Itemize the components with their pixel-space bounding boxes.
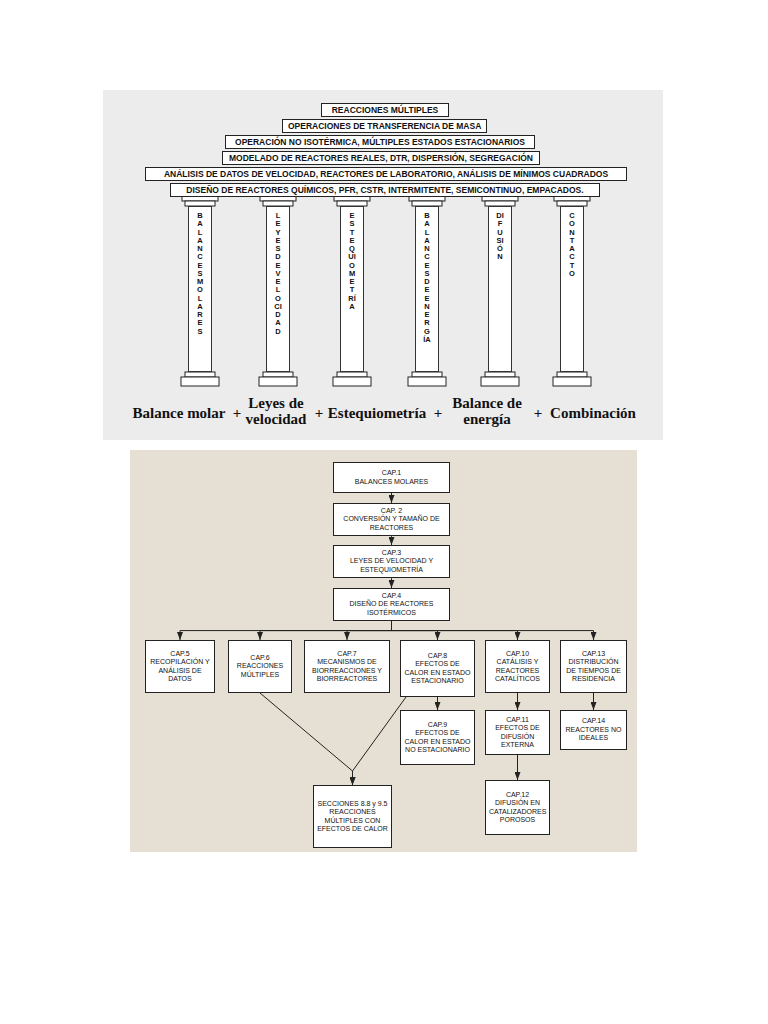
- flow-arrow: [347, 621, 392, 640]
- flow-arrow: [180, 621, 392, 640]
- flow-arrow: [437, 697, 438, 710]
- node-text: DIFUSIÓN: [496, 212, 504, 366]
- chapter-number: CAP.1: [337, 469, 446, 477]
- chapter-number: CAP.7: [308, 650, 386, 658]
- chapter-number: CAP. 2: [337, 507, 446, 515]
- chapter-title: RECOPILACIÓN Y ANÁLISIS DE DATOS: [149, 658, 211, 683]
- flow-arrow: [392, 621, 594, 640]
- flow-arrow: [391, 536, 392, 545]
- flow-arrow: [353, 697, 407, 785]
- chapter-box: CAP.8EFECTOS DE CALOR EN ESTADO ESTACION…: [400, 640, 475, 697]
- chapter-box: CAP.11EFECTOS DE DIFUSIÓN EXTERNA: [485, 710, 550, 755]
- pillar: ESTEQUIOMETRÍA: [340, 206, 364, 372]
- pillar-caption: Balance de energía: [443, 395, 531, 427]
- plus-sign: +: [312, 405, 326, 421]
- node-text: DISEÑO DE REACTORES QUÍMICOS, PFR, CSTR,…: [176, 185, 594, 196]
- roof-band: OPERACIONES DE TRANSFERENCIA DE MASA: [282, 119, 487, 133]
- chapter-number: CAP.13: [564, 650, 623, 658]
- flow-arrow: [391, 493, 392, 503]
- chapter-title: REACCIONES MÚLTIPLES CON EFECTOS DE CALO…: [317, 808, 388, 833]
- pillar-capital-base: [481, 196, 519, 386]
- pillar: BALANCES MOLARES: [188, 206, 212, 372]
- chapter-title: REACCIONES MÚLTIPLES: [232, 662, 288, 679]
- plus-sign: +: [231, 405, 243, 421]
- chapter-box: CAP.3LEYES DE VELOCIDAD Y ESTEQUIOMETRÍA: [333, 545, 450, 578]
- chapter-number: SECCIONES 8.8 y 9.5: [317, 800, 388, 808]
- roof-band: MODELADO DE REACTORES REALES, DTR, DISPE…: [222, 151, 540, 165]
- chapter-title: CONVERSIÓN Y TAMAÑO DE REACTORES: [337, 515, 446, 532]
- pillar-caption: Leyes de velocidad: [240, 395, 312, 427]
- node-text: ESTEQUIOMETRÍA: [348, 212, 356, 366]
- node-text: ANÁLISIS DE DATOS DE VELOCIDAD, REACTORE…: [151, 169, 621, 180]
- node-text: BALANCES DE ENERGÍA: [423, 212, 431, 366]
- pillar-capital-base: [553, 196, 591, 386]
- chapter-number: CAP.6: [232, 654, 288, 662]
- chapter-box: CAP.1BALANCES MOLARES: [333, 462, 450, 493]
- chapter-number: CAP.14: [564, 717, 623, 725]
- pillar-caption: Balance molar: [120, 405, 238, 421]
- scan-ground: [103, 90, 663, 440]
- pillar-caption: Combinación: [545, 405, 641, 421]
- chapter-title: MECANISMOS DE BIORREACCIONES Y BIORREACT…: [308, 658, 386, 683]
- chapter-box: CAP.12DIFUSIÓN EN CATALIZADORES POROSOS: [485, 780, 550, 835]
- roof-band: REACCIONES MÚLTIPLES: [321, 103, 449, 117]
- node-text: OPERACIONES DE TRANSFERENCIA DE MASA: [288, 121, 481, 132]
- chapter-title: EFECTOS DE CALOR EN ESTADO NO ESTACIONAR…: [404, 729, 471, 754]
- node-text: REACCIONES MÚLTIPLES: [327, 105, 443, 116]
- pillar-caption: Estequiometría: [322, 405, 432, 421]
- pillar-capital-base: [181, 196, 219, 386]
- chapter-number: CAP.10: [489, 650, 546, 658]
- chapter-number: CAP.9: [404, 721, 471, 729]
- chapter-box: CAP.10CATÁLISIS Y REACTORES CATALÍTICOS: [485, 640, 550, 693]
- chapter-box: CAP.13DISTRIBUCIÓN DE TIEMPOS DE RESIDEN…: [560, 640, 627, 693]
- pillar: LEYES DE VELOCIDAD: [266, 206, 290, 372]
- flow-arrow: [260, 621, 392, 640]
- chapter-box: CAP.5RECOPILACIÓN Y ANÁLISIS DE DATOS: [145, 640, 215, 693]
- node-text: CONTACTO: [568, 212, 576, 366]
- chapter-title: EFECTOS DE CALOR EN ESTADO ESTACIONARIO: [404, 660, 471, 685]
- chapter-title: DIFUSIÓN EN CATALIZADORES POROSOS: [489, 799, 546, 824]
- plus-sign: +: [431, 405, 445, 421]
- pillar: DIFUSIÓN: [488, 206, 512, 372]
- roof-band: DISEÑO DE REACTORES QUÍMICOS, PFR, CSTR,…: [170, 183, 600, 197]
- chapter-title: REACTORES NO IDEALES: [564, 726, 623, 743]
- node-text: MODELADO DE REACTORES REALES, DTR, DISPE…: [228, 153, 534, 164]
- chapter-number: CAP.3: [337, 549, 446, 557]
- pillar-capital-base: [333, 196, 371, 386]
- flow-arrow: [517, 755, 518, 780]
- flow-arrow: [517, 693, 518, 710]
- chapter-title: DISEÑO DE REACTORES ISOTÉRMICOS: [337, 600, 446, 617]
- flow-arrow: [391, 578, 392, 588]
- chapter-number: CAP.8: [404, 652, 471, 660]
- flow-arrow: [593, 693, 594, 710]
- node-text: OPERACIÓN NO ISOTÉRMICA, MÚLTIPLES ESTAD…: [231, 137, 529, 148]
- chapter-box: SECCIONES 8.8 y 9.5REACCIONES MÚLTIPLES …: [313, 785, 392, 848]
- chapter-title: DISTRIBUCIÓN DE TIEMPOS DE RESIDENCIA: [564, 658, 623, 683]
- plus-sign: +: [531, 405, 545, 421]
- chapter-box: CAP.9EFECTOS DE CALOR EN ESTADO NO ESTAC…: [400, 710, 475, 765]
- roof-band: OPERACIÓN NO ISOTÉRMICA, MÚLTIPLES ESTAD…: [225, 135, 535, 149]
- chapter-title: BALANCES MOLARES: [337, 478, 446, 486]
- pillar-capital-base: [408, 196, 446, 386]
- chapter-title: LEYES DE VELOCIDAD Y ESTEQUIOMETRÍA: [337, 557, 446, 574]
- chapter-box: CAP.6REACCIONES MÚLTIPLES: [228, 640, 292, 693]
- chapter-box: CAP. 2CONVERSIÓN Y TAMAÑO DE REACTORES: [333, 503, 450, 536]
- scan-ground: [130, 450, 637, 852]
- chapter-number: CAP.11: [489, 716, 546, 724]
- chapter-number: CAP.4: [337, 592, 446, 600]
- pillar: CONTACTO: [560, 206, 584, 372]
- flow-arrow: [260, 693, 353, 785]
- node-text: LEYES DE VELOCIDAD: [274, 212, 282, 366]
- pillar: BALANCES DE ENERGÍA: [415, 206, 439, 372]
- node-text: BALANCES MOLARES: [196, 212, 204, 366]
- chapter-title: EFECTOS DE DIFUSIÓN EXTERNA: [489, 724, 546, 749]
- pillar-capital-base: [259, 196, 297, 386]
- chapter-box: CAP.4DISEÑO DE REACTORES ISOTÉRMICOS: [333, 588, 450, 621]
- chapter-box: CAP.7MECANISMOS DE BIORREACCIONES Y BIOR…: [304, 640, 390, 693]
- chapter-number: CAP.5: [149, 650, 211, 658]
- chapter-number: CAP.12: [489, 791, 546, 799]
- chapter-box: CAP.14REACTORES NO IDEALES: [560, 710, 627, 750]
- chapter-title: CATÁLISIS Y REACTORES CATALÍTICOS: [489, 658, 546, 683]
- roof-band: ANÁLISIS DE DATOS DE VELOCIDAD, REACTORE…: [145, 167, 627, 181]
